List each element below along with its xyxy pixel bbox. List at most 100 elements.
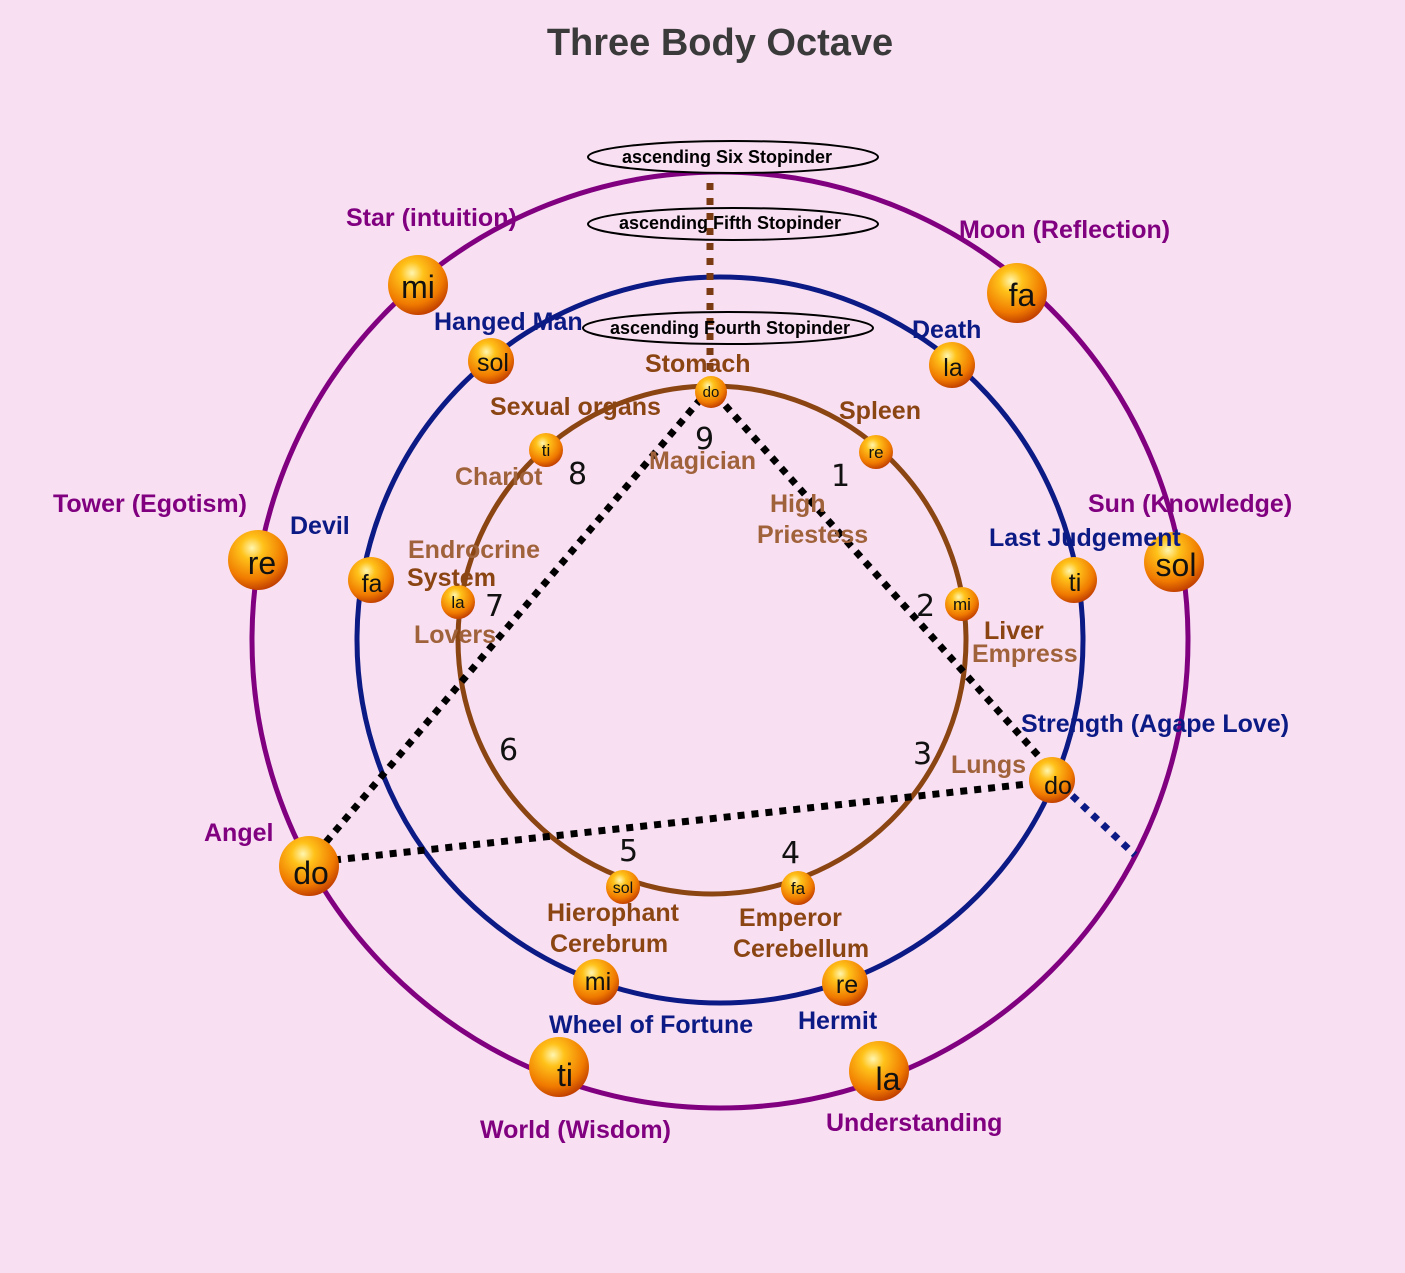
position-number-3: 3 bbox=[913, 737, 932, 772]
outer-node-understanding: la Understanding bbox=[826, 1041, 1002, 1137]
organ-label-sexual-organs: Sexual organs bbox=[490, 393, 661, 421]
stopinder-fourth-label: ascending Fourth Stopinder bbox=[610, 318, 850, 338]
middle-node-wheel-of-fortune: mi Wheel of Fortune bbox=[549, 959, 753, 1039]
note-label: sol bbox=[1156, 547, 1197, 583]
organ-label-lungs: Lungs bbox=[951, 751, 1026, 779]
note-label: la bbox=[876, 1061, 901, 1097]
note-sphere bbox=[859, 435, 893, 469]
triangle-line-right bbox=[713, 392, 1063, 783]
note-sphere bbox=[606, 870, 640, 904]
organ-label-cerebellum: Cerebellum bbox=[733, 935, 869, 963]
position-number-2: 2 bbox=[916, 589, 935, 624]
inner-node-cerebrum: sol Hierophant Cerebrum 5 bbox=[547, 834, 680, 958]
note-label: do bbox=[293, 855, 329, 891]
outer-label-angel: Angel bbox=[204, 819, 273, 847]
note-sphere bbox=[1051, 557, 1097, 603]
inner-node-spleen: re Spleen High Priestess 1 bbox=[757, 397, 921, 549]
note-label: re bbox=[248, 545, 276, 581]
middle-node-strength: do Strength (Agape Love) bbox=[1021, 710, 1289, 803]
stopinder-six: ascending Six Stopinder bbox=[587, 140, 879, 174]
middle-label-devil: Devil bbox=[290, 512, 350, 540]
organ-label-endrocrine: Endrocrine bbox=[408, 536, 540, 564]
note-label: re bbox=[836, 971, 858, 999]
note-label: la bbox=[451, 593, 465, 612]
stopinder-six-label: ascending Six Stopinder bbox=[622, 147, 832, 167]
note-sphere bbox=[695, 376, 727, 408]
stopinder-fifth-label: ascending Fifth Stopinder bbox=[619, 213, 841, 233]
middle-node-hanged-man: sol Hanged Man bbox=[434, 308, 583, 384]
stopinder-ellipse bbox=[582, 311, 874, 345]
note-sphere bbox=[573, 959, 619, 1005]
outer-node-tower: re Tower (Egotism) bbox=[53, 490, 288, 590]
middle-label-last-judgement: Last Judgement bbox=[989, 524, 1181, 552]
middle-label-hanged-man: Hanged Man bbox=[434, 308, 583, 336]
organ-label-stomach: Stomach bbox=[645, 350, 751, 378]
outer-node-world: ti World (Wisdom) bbox=[480, 1037, 671, 1144]
position-number-7: 7 bbox=[485, 589, 504, 624]
organ-label-liver: Liver bbox=[984, 617, 1044, 645]
position-number-9: 9 bbox=[695, 422, 714, 457]
inner-position-6: 6 bbox=[499, 733, 518, 768]
organ-label-cerebrum: Cerebrum bbox=[550, 930, 668, 958]
outer-label-world: World (Wisdom) bbox=[480, 1116, 671, 1144]
note-label: do bbox=[1044, 772, 1072, 800]
inner-node-stomach: do Stomach Magician 9 bbox=[645, 350, 756, 475]
organ-label-system: System bbox=[407, 564, 496, 592]
card-label-magician: Magician bbox=[649, 447, 756, 475]
outer-label-moon: Moon (Reflection) bbox=[959, 216, 1170, 244]
note-sphere bbox=[849, 1041, 909, 1101]
middle-label-hermit: Hermit bbox=[798, 1007, 878, 1035]
note-label: sol bbox=[477, 349, 509, 377]
note-label: fa bbox=[362, 570, 383, 598]
outer-node-sun: sol Sun (Knowledge) bbox=[1088, 490, 1292, 592]
note-sphere bbox=[279, 836, 339, 896]
position-number-6: 6 bbox=[499, 733, 518, 768]
position-number-5: 5 bbox=[619, 834, 638, 869]
stopinder-fourth: ascending Fourth Stopinder bbox=[582, 311, 874, 345]
note-sphere bbox=[987, 263, 1047, 323]
note-sphere bbox=[929, 342, 975, 388]
note-label: ti bbox=[1069, 569, 1082, 597]
organ-label-spleen: Spleen bbox=[839, 397, 921, 425]
middle-node-hermit: re Hermit bbox=[798, 960, 878, 1035]
triangle-line-right-extension bbox=[1059, 783, 1138, 858]
middle-node-devil: fa Devil bbox=[290, 512, 394, 603]
inner-node-lungs: Lungs 3 bbox=[913, 737, 1026, 779]
position-number-1: 1 bbox=[831, 459, 850, 494]
card-label-high: High bbox=[770, 490, 826, 518]
stopinder-ellipse bbox=[587, 207, 879, 241]
note-label: mi bbox=[585, 968, 611, 996]
note-sphere bbox=[529, 433, 563, 467]
note-label: ti bbox=[542, 441, 551, 460]
note-label: fa bbox=[1009, 277, 1036, 313]
note-sphere bbox=[388, 255, 448, 315]
outer-node-angel: do Angel bbox=[204, 819, 339, 896]
outer-node-moon: fa Moon (Reflection) bbox=[959, 216, 1170, 323]
note-label: la bbox=[943, 354, 963, 382]
note-sphere bbox=[529, 1037, 589, 1097]
middle-label-strength: Strength (Agape Love) bbox=[1021, 710, 1289, 738]
middle-label-death: Death bbox=[912, 316, 981, 344]
note-sphere bbox=[1144, 532, 1204, 592]
note-label: mi bbox=[401, 269, 435, 305]
note-sphere bbox=[348, 557, 394, 603]
outer-label-tower: Tower (Egotism) bbox=[53, 490, 247, 518]
card-label-hierophant: Hierophant bbox=[547, 899, 680, 927]
middle-node-death: la Death bbox=[912, 316, 981, 388]
outer-label-understanding: Understanding bbox=[826, 1109, 1002, 1137]
inner-node-sexual-organs: ti Sexual organs Chariot 8 bbox=[455, 393, 661, 492]
card-label-lovers: Lovers bbox=[414, 621, 496, 649]
card-label-chariot: Chariot bbox=[455, 463, 543, 491]
note-sphere bbox=[468, 338, 514, 384]
middle-node-last-judgement: ti Last Judgement bbox=[989, 524, 1181, 603]
position-number-4: 4 bbox=[781, 836, 800, 871]
card-label-empress: Empress bbox=[972, 640, 1078, 668]
inner-node-endocrine: la Endrocrine System Lovers 7 bbox=[407, 536, 540, 649]
note-label: ti bbox=[557, 1057, 573, 1093]
note-label: mi bbox=[953, 595, 971, 614]
outer-label-sun: Sun (Knowledge) bbox=[1088, 490, 1292, 518]
note-label: fa bbox=[791, 879, 806, 898]
inner-node-liver: mi Liver Empress 2 bbox=[916, 587, 1078, 668]
middle-ring bbox=[354, 274, 1086, 1006]
stopinder-ellipse bbox=[587, 140, 879, 174]
